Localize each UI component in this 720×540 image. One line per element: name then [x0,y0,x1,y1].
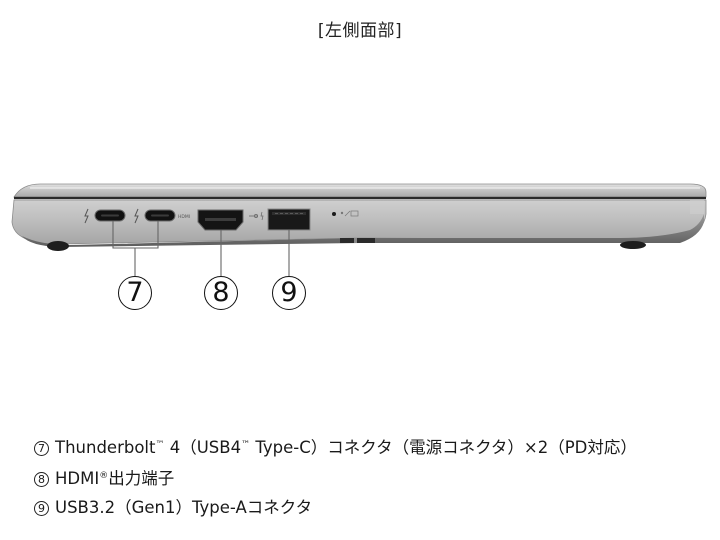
legend-text: 出力端子 [108,469,175,488]
callout-9: 9 [272,276,306,310]
trademark-symbol: ™ [241,440,251,450]
laptop-lid [13,183,707,198]
legend-number-9: 9 [34,501,49,516]
registered-symbol: ® [99,471,109,481]
trademark-symbol: ™ [155,440,165,450]
legend-item-usb-a: 9 USB3.2（Gen1）Type-Aコネクタ [34,493,637,522]
callout-7: 7 [118,276,152,310]
legend-item-hdmi: 8 HDMI®出力端子 [34,462,637,493]
legend-text: Type-C）コネクタ（電源コネクタ）×2（PD対応） [250,438,637,457]
thunderbolt-port-1 [84,208,126,224]
battery-charge-icon [340,210,359,217]
page-title: [左側面部] [317,21,403,41]
legend-text: USB3.2（Gen1）Type-Aコネクタ [55,498,313,517]
laptop-vent [340,238,375,243]
hdmi-label-icon: HDMI [178,214,190,220]
legend-number-8: 8 [34,472,49,487]
usb-a-port [267,208,311,231]
thunderbolt-bolt-icon [84,208,89,224]
callout-leaders [112,221,290,276]
legend-text: Thunderbolt [55,438,156,457]
legend-text: HDMI [55,469,100,488]
usb-icon [249,211,264,221]
thunderbolt-port-2 [134,208,176,224]
laptop-base [11,199,707,247]
legend-number-7: 7 [34,441,49,456]
hdmi-port [197,209,244,231]
callout-8: 8 [204,276,238,310]
legend-text: 4（USB4 [164,438,242,457]
laptop-side-diagram: HDMI [11,183,707,276]
power-led-icon [332,212,336,216]
thunderbolt-bolt-icon [134,208,139,224]
laptop-foot-right [620,241,646,249]
laptop-foot-left [47,241,69,251]
